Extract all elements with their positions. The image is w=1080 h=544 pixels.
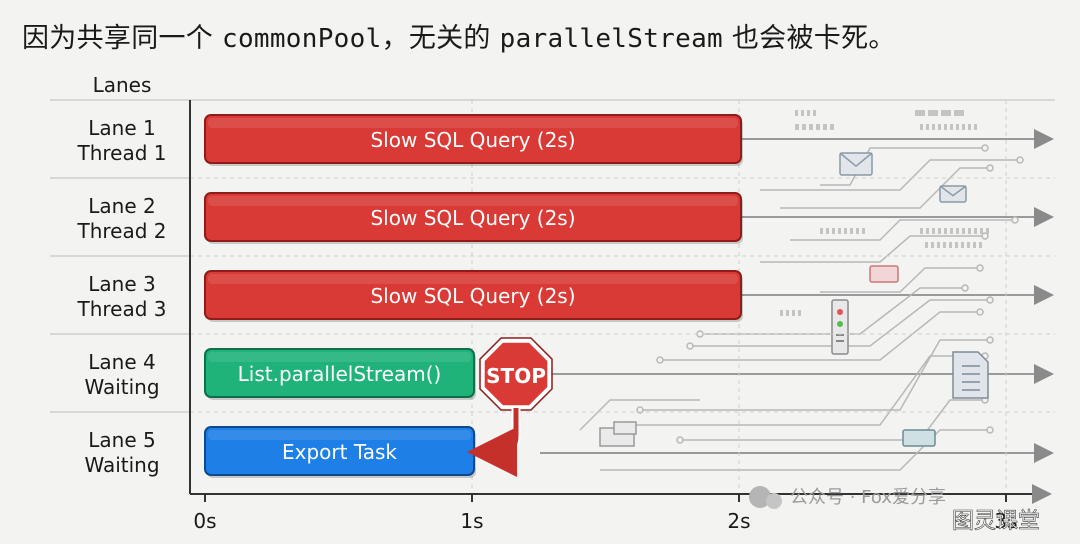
task-bar-label: Slow SQL Query (2s): [370, 206, 575, 230]
task-bar: Export Task: [204, 426, 476, 478]
blocked-arrow-outline: [478, 408, 521, 457]
page-title: 因为共享同一个 commonPool，无关的 parallelStream 也会…: [22, 16, 896, 55]
task-bar-label: Slow SQL Query (2s): [370, 128, 575, 152]
background-circuit-decoration: [540, 110, 1054, 471]
watermark-text: 公众号 · Fox爱分享: [790, 487, 946, 508]
stop-sign-icon: STOP: [479, 337, 553, 411]
title-code-parallelstream: parallelStream: [499, 24, 723, 54]
task-bars: Slow SQL Query (2s) Slow SQL Query (2s) Sl…: [204, 114, 743, 478]
task-bar: Slow SQL Query (2s): [204, 114, 743, 166]
task-bar-label: Slow SQL Query (2s): [370, 284, 575, 308]
title-code-commonpool: commonPool: [221, 24, 382, 54]
time-axis: 0s 1s 2s 3s: [189, 100, 1052, 533]
task-bar-rect: [204, 192, 742, 242]
title-suffix: 也会被卡死。: [722, 23, 896, 54]
lane-label-line2: Waiting: [84, 453, 159, 477]
lane-label-line2: Thread 3: [76, 297, 166, 321]
lane-label-line1: Lane 5: [88, 428, 155, 452]
lane-label-line2: Thread 2: [76, 219, 166, 243]
lanes-header: Lanes: [93, 73, 152, 97]
task-bar-rect: [204, 114, 742, 164]
title-prefix: 因为共享同一个: [22, 23, 222, 54]
stop-sign-label: STOP: [486, 364, 546, 388]
tick-label: 1s: [460, 509, 483, 533]
task-bar: Slow SQL Query (2s): [204, 192, 743, 244]
lane-label-line2: Waiting: [84, 375, 159, 399]
blocked-arrow: [467, 408, 519, 477]
lane-label-line1: Lane 3: [88, 272, 155, 296]
task-bar-label: Export Task: [282, 440, 397, 464]
tick-label: 2s: [727, 509, 750, 533]
title-middle: ，无关的: [381, 23, 500, 54]
task-bar-rect: [204, 270, 742, 320]
task-bar: List.parallelStream(): [204, 348, 476, 400]
lane-label-line1: Lane 2: [88, 194, 155, 218]
lane-label-line1: Lane 1: [88, 116, 155, 140]
task-bar: Slow SQL Query (2s): [204, 270, 743, 322]
lane-label-line2: Thread 1: [76, 141, 166, 165]
watermark-text-2: 图灵课堂: [952, 509, 1040, 534]
watermark: 公众号 · Fox爱分享 图灵课堂: [749, 486, 1040, 534]
tick-label: 3s: [994, 509, 1017, 533]
task-bar-rect: [204, 348, 475, 398]
task-bar-label: List.parallelStream(): [238, 362, 442, 386]
tick-label: 0s: [193, 509, 216, 533]
lane-label-line1: Lane 4: [88, 350, 155, 374]
